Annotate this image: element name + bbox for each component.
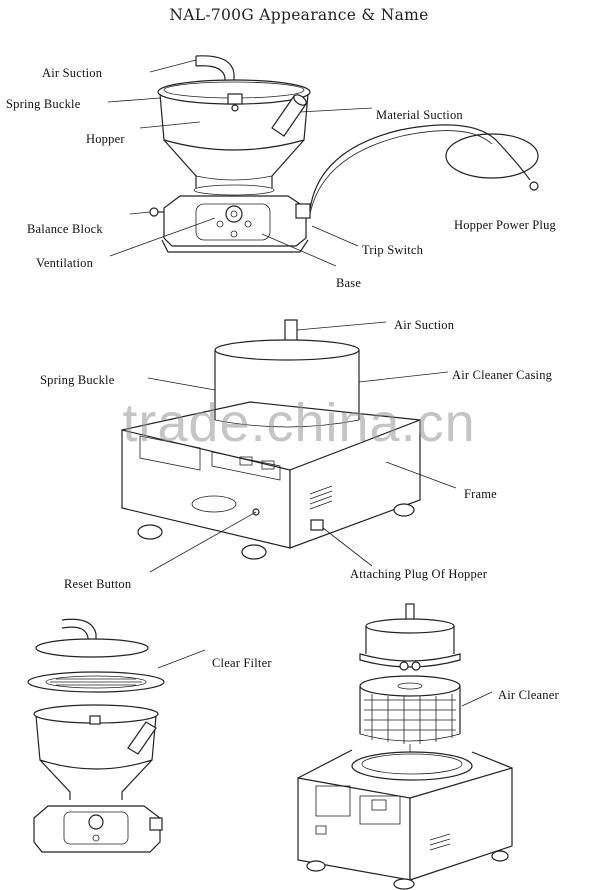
label-air-suction-1: Air Suction bbox=[42, 66, 103, 80]
page-title: NAL-700G Appearance & Name bbox=[169, 6, 429, 24]
exploded-main-unit-drawing bbox=[297, 603, 513, 890]
label-spring-buckle-2: Spring Buckle bbox=[40, 373, 115, 387]
label-attaching-plug: Attaching Plug Of Hopper bbox=[350, 567, 488, 581]
label-spring-buckle-1: Spring Buckle bbox=[6, 97, 81, 111]
label-air-cleaner-casing: Air Cleaner Casing bbox=[452, 368, 553, 382]
label-ventilation: Ventilation bbox=[36, 256, 94, 270]
label-air-cleaner: Air Cleaner bbox=[498, 688, 559, 702]
label-trip-switch: Trip Switch bbox=[362, 243, 424, 257]
label-hopper: Hopper bbox=[86, 132, 125, 146]
label-hopper-power-plug: Hopper Power Plug bbox=[454, 218, 557, 232]
label-reset-button: Reset Button bbox=[64, 577, 132, 591]
label-frame: Frame bbox=[464, 487, 497, 501]
main-unit-drawing bbox=[121, 319, 457, 573]
hopper-loader-drawing bbox=[107, 55, 539, 267]
label-clear-filter: Clear Filter bbox=[212, 656, 272, 670]
exploded-hopper-drawing bbox=[27, 618, 206, 853]
label-base: Base bbox=[336, 276, 362, 290]
label-air-suction-2: Air Suction bbox=[394, 318, 455, 332]
watermark: trade.china.cn bbox=[122, 393, 476, 453]
label-balance-block: Balance Block bbox=[27, 222, 103, 236]
label-material-suction: Material Suction bbox=[376, 108, 463, 122]
